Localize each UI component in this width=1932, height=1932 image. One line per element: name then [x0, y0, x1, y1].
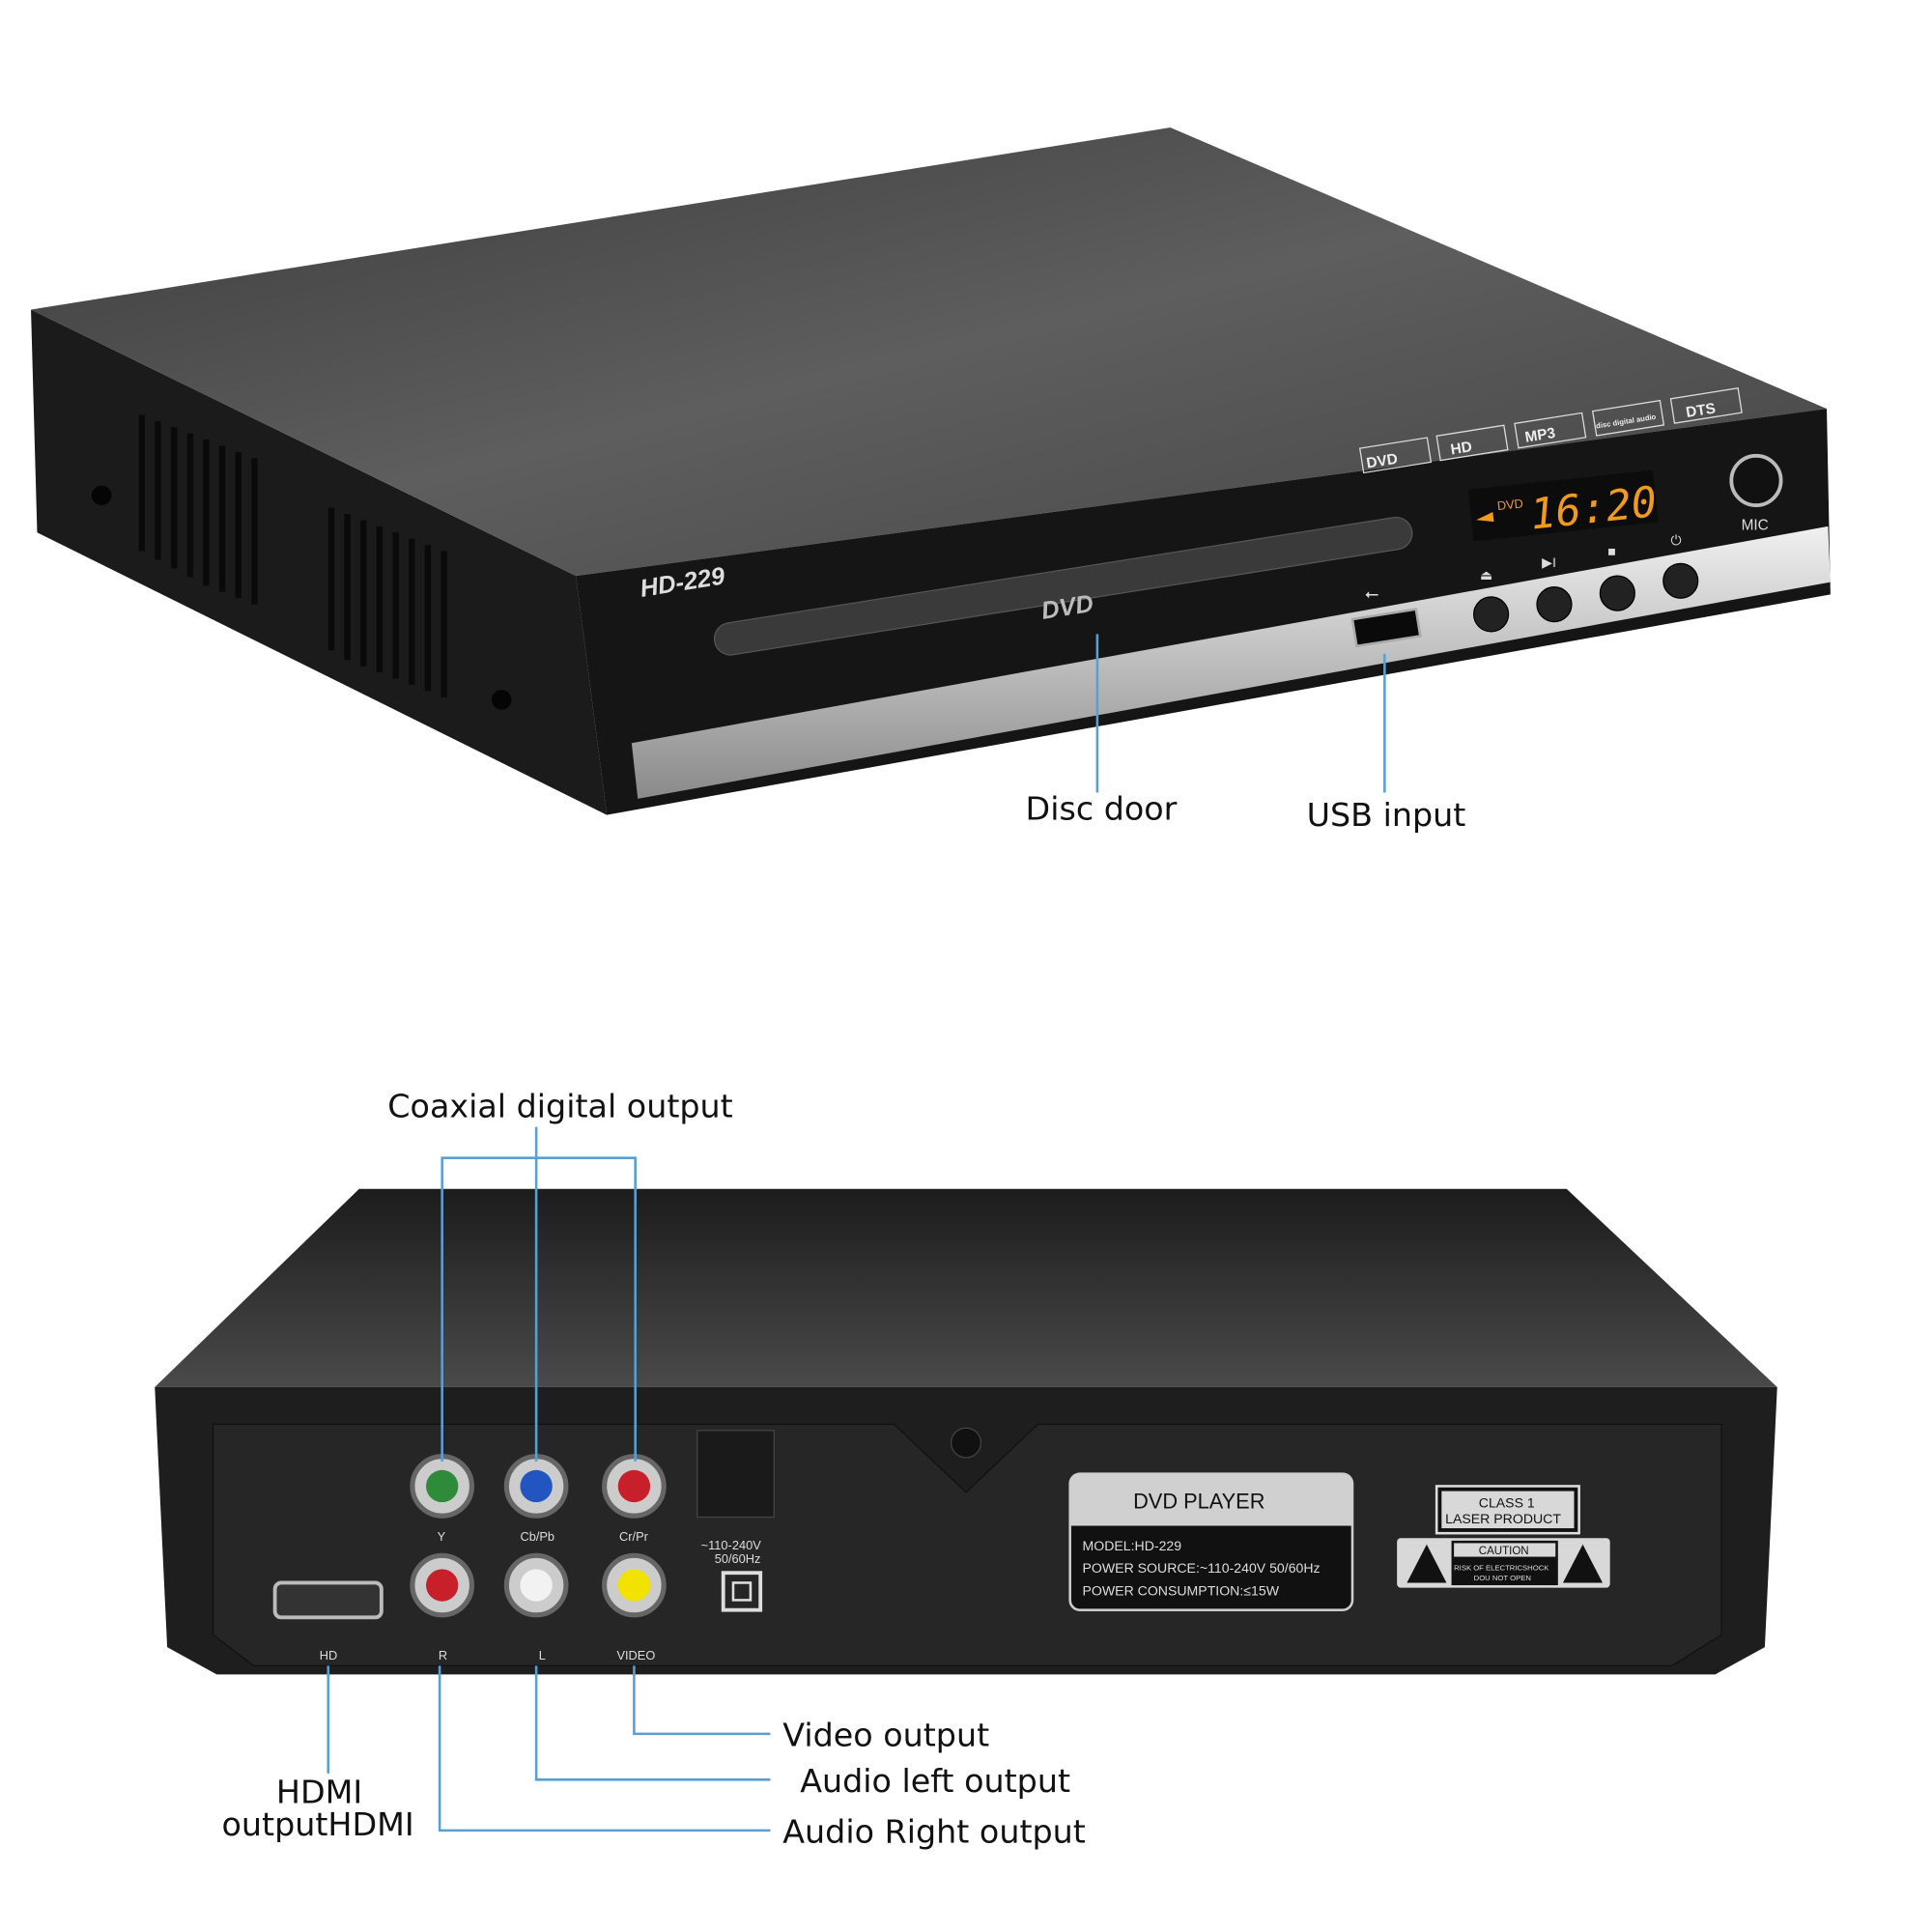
usb-icon: ⭠ — [1365, 584, 1378, 604]
back-callout-lines — [327, 1126, 771, 1833]
foot-screw — [91, 485, 112, 506]
port-label-y: Y — [438, 1529, 446, 1544]
mic-jack[interactable] — [1729, 453, 1783, 507]
power-frequency-label: 50/60Hz — [715, 1551, 761, 1566]
logo-dts: DTS — [1685, 400, 1717, 421]
callout-audio-left: Audio left output — [800, 1762, 1070, 1800]
port-label-r: R — [439, 1648, 447, 1662]
led-display: DVD 16:20 — [1467, 469, 1660, 542]
nameplate: DVD PLAYER MODEL:HD-229 POWER SOURCE:~11… — [1068, 1472, 1354, 1611]
power-socket[interactable] — [721, 1571, 763, 1612]
callout-disc-door: Disc door — [1026, 790, 1178, 828]
electric-shock-warning-icon — [1406, 1544, 1447, 1583]
rca-ports: Y Cb/Pb Cr/Pr R L VIDEO — [410, 1454, 667, 1662]
eject-button[interactable] — [1473, 596, 1510, 633]
power-button[interactable] — [1662, 562, 1699, 599]
top-cover — [31, 128, 1828, 577]
caution-warning-2: DOU NOT OPEN — [1474, 1574, 1531, 1582]
callout-hdmi-line2: outputHDMI — [221, 1805, 413, 1843]
laser-product: LASER PRODUCT — [1445, 1511, 1561, 1526]
hdmi-port[interactable] — [272, 1580, 384, 1620]
callout-usb-input: USB input — [1307, 796, 1466, 834]
stop-button[interactable] — [1599, 575, 1635, 611]
back-unit: HD Y Cb/Pb Cr/Pr R L VIDEO ~110-240V 50/… — [155, 1188, 1777, 1675]
format-logos: DVD HD MP3 disc digital audio DTS — [1358, 387, 1743, 474]
back-top-cover — [155, 1188, 1777, 1387]
callout-coaxial: Coaxial digital output — [387, 1087, 732, 1124]
power-icon: ⏻ — [1670, 533, 1681, 549]
coaxial-recess — [696, 1430, 775, 1519]
control-buttons: ⏏ ▶‖ ■ ⏻ — [1473, 533, 1699, 633]
eject-icon: ⏏ — [1480, 568, 1492, 583]
display-mode: DVD — [1496, 496, 1523, 513]
nameplate-power-source: POWER SOURCE:~110-240V 50/60Hz — [1083, 1560, 1321, 1576]
foot-screw — [491, 690, 512, 710]
caution-warning-icon — [1562, 1544, 1603, 1583]
callout-hdmi-line1: HDMI — [276, 1774, 362, 1811]
front-unit: HD-229 DVD ⭠ DVD HD MP3 disc digital aud… — [31, 128, 1831, 815]
power-voltage-label: ~110-240V — [701, 1538, 762, 1552]
nameplate-title: DVD PLAYER — [1133, 1490, 1264, 1514]
callout-audio-right: Audio Right output — [782, 1813, 1086, 1851]
vent-slots — [138, 414, 447, 697]
stop-icon: ■ — [1607, 545, 1616, 560]
caution-warning-1: RISK OF ELECTRICSHOCK — [1454, 1564, 1549, 1573]
logo-hd: HD — [1450, 439, 1474, 458]
port-label-l: L — [539, 1648, 546, 1662]
caution-text: CAUTION — [1479, 1546, 1529, 1557]
port-label-cb-pb: Cb/Pb — [520, 1529, 554, 1544]
back-screw — [950, 1427, 982, 1459]
hdmi-port-label: HD — [320, 1648, 338, 1662]
play-pause-icon: ▶‖ — [1542, 555, 1556, 571]
laser-class: CLASS 1 — [1479, 1494, 1535, 1510]
play-indicator-icon — [1476, 511, 1494, 523]
logo-dvd: DVD — [1365, 451, 1399, 472]
port-label-video: VIDEO — [616, 1648, 655, 1662]
port-label-cr-pr: Cr/Pr — [619, 1529, 649, 1544]
play-pause-button[interactable] — [1536, 586, 1573, 623]
usb-port[interactable] — [1350, 608, 1422, 648]
nameplate-power-consumption: POWER CONSUMPTION:≤15W — [1083, 1582, 1280, 1598]
logo-mp3: MP3 — [1523, 425, 1556, 446]
laser-warning-label: CLASS 1 LASER PRODUCT CAUTION RISK OF EL… — [1397, 1485, 1610, 1588]
front-silver-strip — [631, 526, 1831, 799]
callout-video-output: Video output — [782, 1717, 989, 1754]
mic-label: MIC — [1742, 518, 1769, 534]
nameplate-model: MODEL:HD-229 — [1083, 1538, 1182, 1553]
disc-door[interactable] — [712, 515, 1414, 657]
